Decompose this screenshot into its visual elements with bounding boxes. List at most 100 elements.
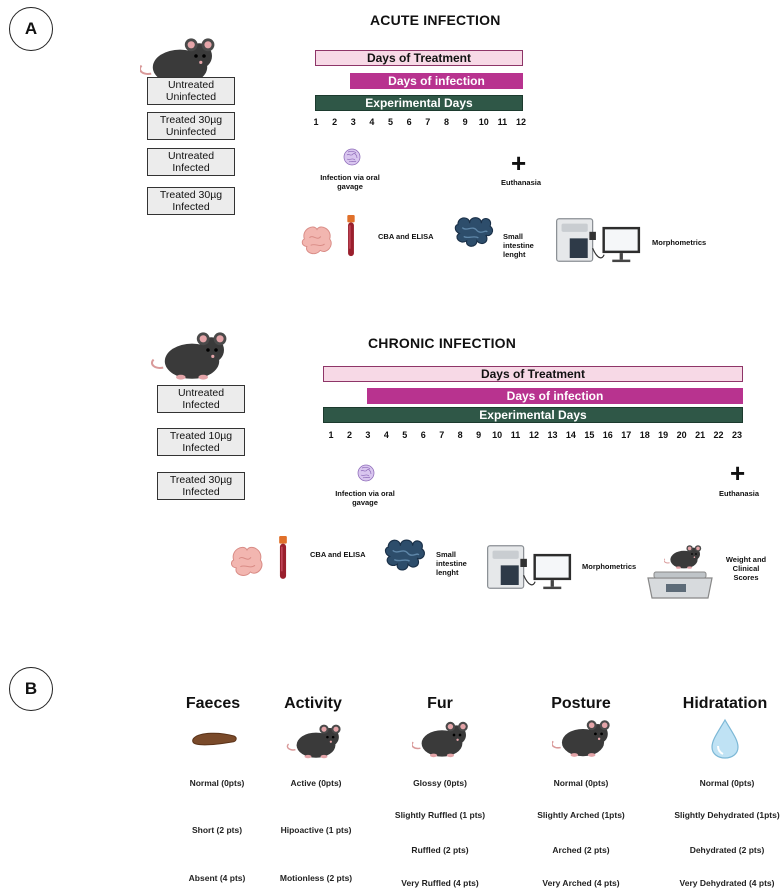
chronic-experimental-bar: Experimental Days [323,407,743,423]
score-item: Very Dehydrated (4 pts) [679,878,775,888]
acute-blood-tube-icon [347,215,355,257]
chronic-tissue-icon [230,546,263,576]
posture-mouse-icon [552,719,611,758]
acute-treatment-bar: Days of Treatment [315,50,523,66]
chronic-day-tick: 23 [731,430,743,440]
acute-day-tick: 4 [369,117,375,127]
score-title-fur: Fur [427,695,453,712]
score-item: Hipoactive (1 pts) [280,825,352,835]
chronic-day-tick: 6 [420,430,426,440]
score-title-posture: Posture [551,695,611,712]
score-item: Dehydrated (2 pts) [689,845,765,855]
acute-infection-bar: Days of infection [350,73,523,89]
chronic-day-tick: 11 [510,430,521,440]
acute-day-tick: 7 [425,117,431,127]
acute-day-tick: 3 [350,117,356,127]
acute-day-tick: 9 [462,117,468,127]
score-item: Very Arched (4 pts) [542,878,620,888]
acute-tissue-icon [301,226,332,255]
chronic-day-tick: 2 [346,430,352,440]
chronic-day-tick: 1 [328,430,334,440]
chronic-day-tick: 8 [457,430,463,440]
chronic-day-tick: 15 [584,430,595,440]
chronic-day-tick: 10 [492,430,503,440]
acute-morphometrics-icon [555,218,641,263]
chronic-day-tick: 21 [695,430,706,440]
chronic-cba-label: CBA and ELISA [310,550,366,559]
chronic-day-tick: 5 [402,430,408,440]
scale-with-mouse-icon [647,544,713,599]
chronic-day-tick: 17 [621,430,632,440]
chronic-day-tick: 3 [365,430,371,440]
acute-day-tick: 5 [388,117,394,127]
chronic-day-tick: 4 [383,430,389,440]
chronic-day-tick: 18 [639,430,650,440]
chronic-euthanasia-cross-icon: + [730,458,746,488]
score-item: Normal (0pts) [553,778,609,788]
chronic-morphometrics-icon [486,545,572,590]
chronic-parasite-icon [357,464,375,482]
score-item: Absent (4 pts) [188,873,246,883]
score-item: Slightly Dehydrated (1pts) [674,810,780,820]
score-item: Normal (0pts) [699,778,755,788]
acute-euthanasia-label: Euthanasia [500,178,541,187]
score-title-hidratation: Hidratation [682,695,768,712]
activity-mouse-icon [286,723,342,760]
acute-day-tick: 10 [478,117,489,127]
chronic-blood-tube-icon [279,536,287,579]
score-title-activity: Activity [284,695,342,712]
score-item: Motionless (2 pts) [279,873,353,883]
chronic-morpho-label: Morphometrics [582,562,637,571]
acute-euthanasia-cross-icon: + [511,148,527,178]
acute-day-tick: 6 [406,117,412,127]
chronic-infection-bar: Days of infection [367,388,743,404]
chronic-day-tick: 7 [439,430,445,440]
score-item: Ruffled (2 pts) [411,845,469,855]
acute-parasite-icon [343,148,361,166]
acute-title: ACUTE INFECTION [370,12,501,28]
acute-day-tick: 8 [443,117,449,127]
chronic-day-tick: 19 [658,430,669,440]
panel-label-a: A [9,7,53,51]
chronic-euthanasia-label: Euthanasia [718,489,759,498]
chronic-day-tick: 13 [547,430,558,440]
score-item: Slightly Arched (1pts) [537,810,625,820]
score-item: Arched (2 pts) [552,845,610,855]
score-title-faeces: Faeces [185,695,241,712]
faeces-icon [192,732,237,746]
chronic-treatment-bar: Days of Treatment [323,366,743,382]
acute-morpho-label: Morphometrics [652,238,707,247]
acute-day-tick: 1 [313,117,319,127]
panel-label-b: B [9,667,53,711]
acute-cba-label: CBA and ELISA [378,232,434,241]
acute-intestine-icon [454,217,494,247]
score-item: Short (2 pts) [191,825,243,835]
chronic-day-tick: 14 [565,430,576,440]
fur-mouse-icon [412,721,469,758]
chronic-day-tick: 9 [476,430,482,440]
chronic-mouse-icon [150,331,228,381]
score-item: Glossy (0pts) [413,778,467,788]
score-item: Very Ruffled (4 pts) [401,878,479,888]
acute-experimental-bar: Experimental Days [315,95,523,111]
score-item: Active (0pts) [290,778,342,788]
chronic-intestine-icon [384,539,426,571]
chronic-day-tick: 16 [602,430,613,440]
chronic-day-tick: 12 [528,430,540,440]
chronic-day-tick: 20 [676,430,687,440]
acute-day-tick: 11 [497,117,508,127]
acute-day-tick: 12 [515,117,527,127]
score-item: Normal (0pts) [189,778,245,788]
acute-day-tick: 2 [332,117,338,127]
